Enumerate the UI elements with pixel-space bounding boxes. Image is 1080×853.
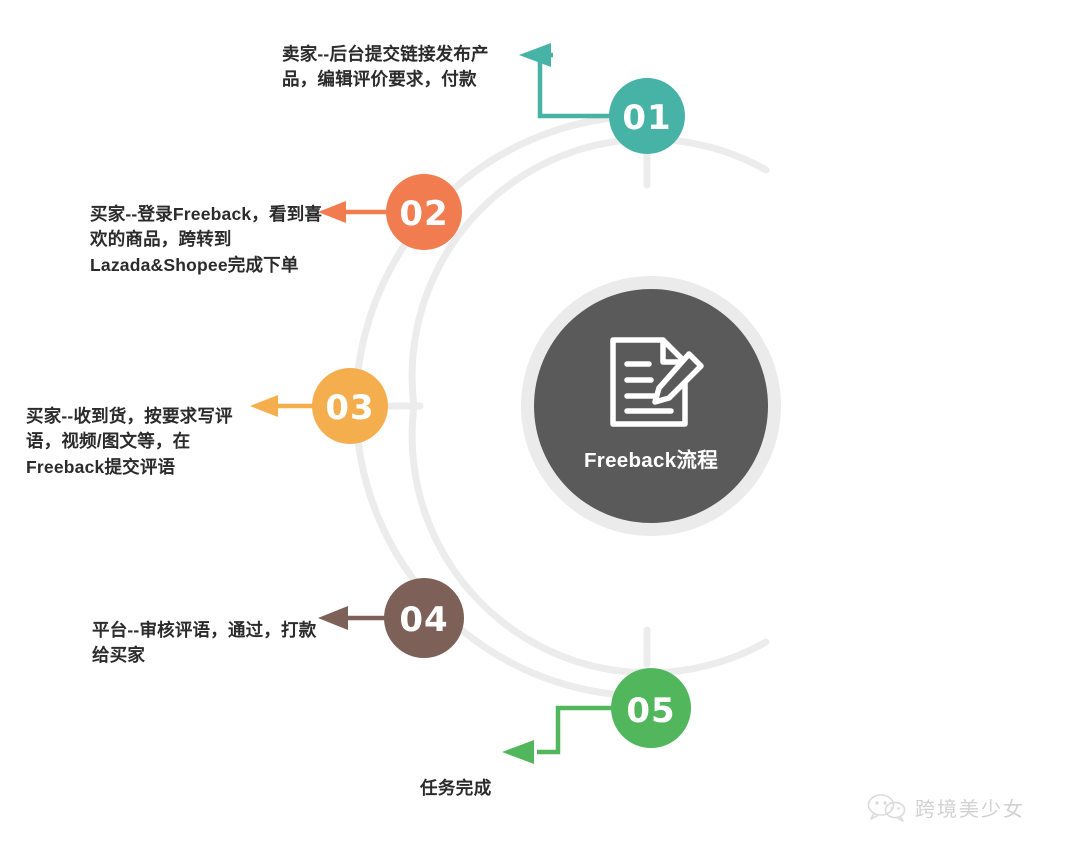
step-number-02: 02 (399, 194, 448, 234)
step-number-03: 03 (325, 388, 374, 428)
connector-01 (519, 43, 612, 119)
hub-circle[interactable] (534, 289, 768, 523)
step-label-02: 买家--登录Freeback，看到喜欢的商品，跨转到Lazada&Shopee完… (90, 204, 323, 275)
step-number-04: 04 (399, 600, 448, 640)
step-label-04: 平台--审核评语，通过，打款给买家 (92, 620, 317, 666)
connector-04 (318, 606, 388, 630)
step-number-05: 05 (626, 691, 675, 731)
step-number-01: 01 (622, 98, 671, 138)
connector-05 (502, 705, 612, 764)
hub-caption: Freeback流程 (583, 449, 719, 472)
finish-label: 任务完成 (420, 778, 492, 798)
step-circle-04[interactable] (384, 578, 464, 658)
step-label-03: 买家--收到货，按要求写评语，视频/图文等，在Freeback提交评语 (26, 406, 233, 477)
step-circle-01[interactable] (609, 78, 685, 154)
watermark: 跨境美少女 (866, 793, 1025, 822)
document-pencil-icon (610, 337, 704, 427)
step-circle-03[interactable] (312, 368, 388, 444)
connector-02 (318, 201, 388, 223)
watermark-text: 跨境美少女 (915, 797, 1025, 821)
step-circle-02[interactable] (386, 174, 462, 250)
wechat-icon (867, 793, 906, 822)
step-label-01: 卖家--后台提交链接发布产品，编辑评价要求，付款 (282, 44, 489, 90)
step-circle-05[interactable] (611, 668, 691, 748)
connector-03 (250, 395, 313, 417)
